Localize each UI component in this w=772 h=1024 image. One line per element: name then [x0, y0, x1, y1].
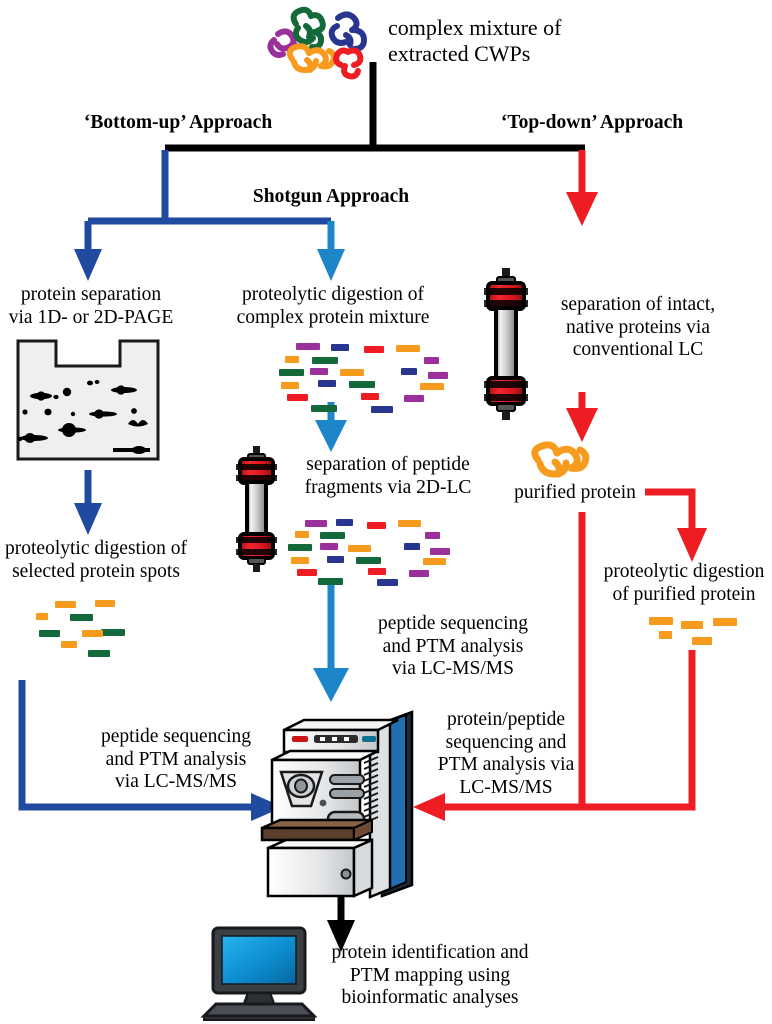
peptide-fragments-icon-shotgun: [279, 343, 448, 413]
gel-spots: [17, 380, 150, 454]
top-down-connector-3: [645, 488, 707, 562]
purified-digest-label: proteolytic digestion of purified protei…: [603, 561, 765, 605]
branch-label-top-down: ‘Top-down’ Approach: [500, 112, 684, 133]
top-down-ms-arrow-label: protein/peptide sequencing and PTM analy…: [437, 709, 575, 798]
bottom-up-ms-arrow-label: peptide sequencing and PTM analysis via …: [101, 726, 251, 793]
top-down-connector-4: [413, 512, 586, 821]
top-down-connector: [566, 150, 598, 226]
gel-digest-label: proteolytic digestion of selected protei…: [5, 538, 187, 582]
top-down-connector-2: [566, 392, 598, 442]
lc-column-icon-2dlc: [236, 446, 277, 572]
peptide-fragments-icon-purified: [649, 617, 737, 645]
protein-mixture-icon: [267, 6, 367, 80]
purified-protein-label: purified protein: [514, 482, 636, 503]
native-lc-label: separation of intact, native proteins vi…: [560, 294, 716, 361]
branch-label-shotgun: Shotgun Approach: [252, 186, 410, 207]
bioinformatics-label: protein identification and PTM mapping u…: [331, 942, 529, 1009]
orange-protein-icon: [531, 441, 590, 478]
ms-to-computer-connector: [327, 897, 355, 952]
peptide-fragments-icon-2dlc: [288, 519, 450, 586]
shotgun-digest-label: proteolytic digestion of complex protein…: [236, 284, 430, 328]
lc-column-icon-native: [484, 268, 528, 420]
gel-electrophoresis-icon: [16, 339, 160, 461]
mass-spectrometer-icon: [260, 710, 414, 899]
bottom-up-connector: [84, 150, 331, 252]
trunk-black: [165, 62, 585, 152]
top-down-connector-5: [584, 650, 696, 811]
bottom-up-arrowhead-1: [74, 249, 102, 281]
gel-step-label: protein separation via 1D- or 2D-PAGE: [8, 284, 174, 328]
twod-lc-label: separation of peptide fragments via 2D-L…: [304, 454, 472, 498]
source-label: complex mixture of extracted CWPs: [388, 15, 562, 66]
shotgun-connector-3: [313, 585, 349, 702]
shotgun-ms-arrow-label: peptide sequencing and PTM analysis via …: [378, 613, 528, 680]
computer-monitor-icon: [200, 926, 318, 1021]
peptide-fragments-icon-gel: [36, 600, 125, 657]
shotgun-connector: [317, 221, 345, 281]
bottom-up-connector-3: [18, 680, 283, 821]
branch-label-bottom-up: ‘Bottom-up’ Approach: [83, 112, 273, 133]
bottom-up-connector-2: [74, 470, 102, 535]
